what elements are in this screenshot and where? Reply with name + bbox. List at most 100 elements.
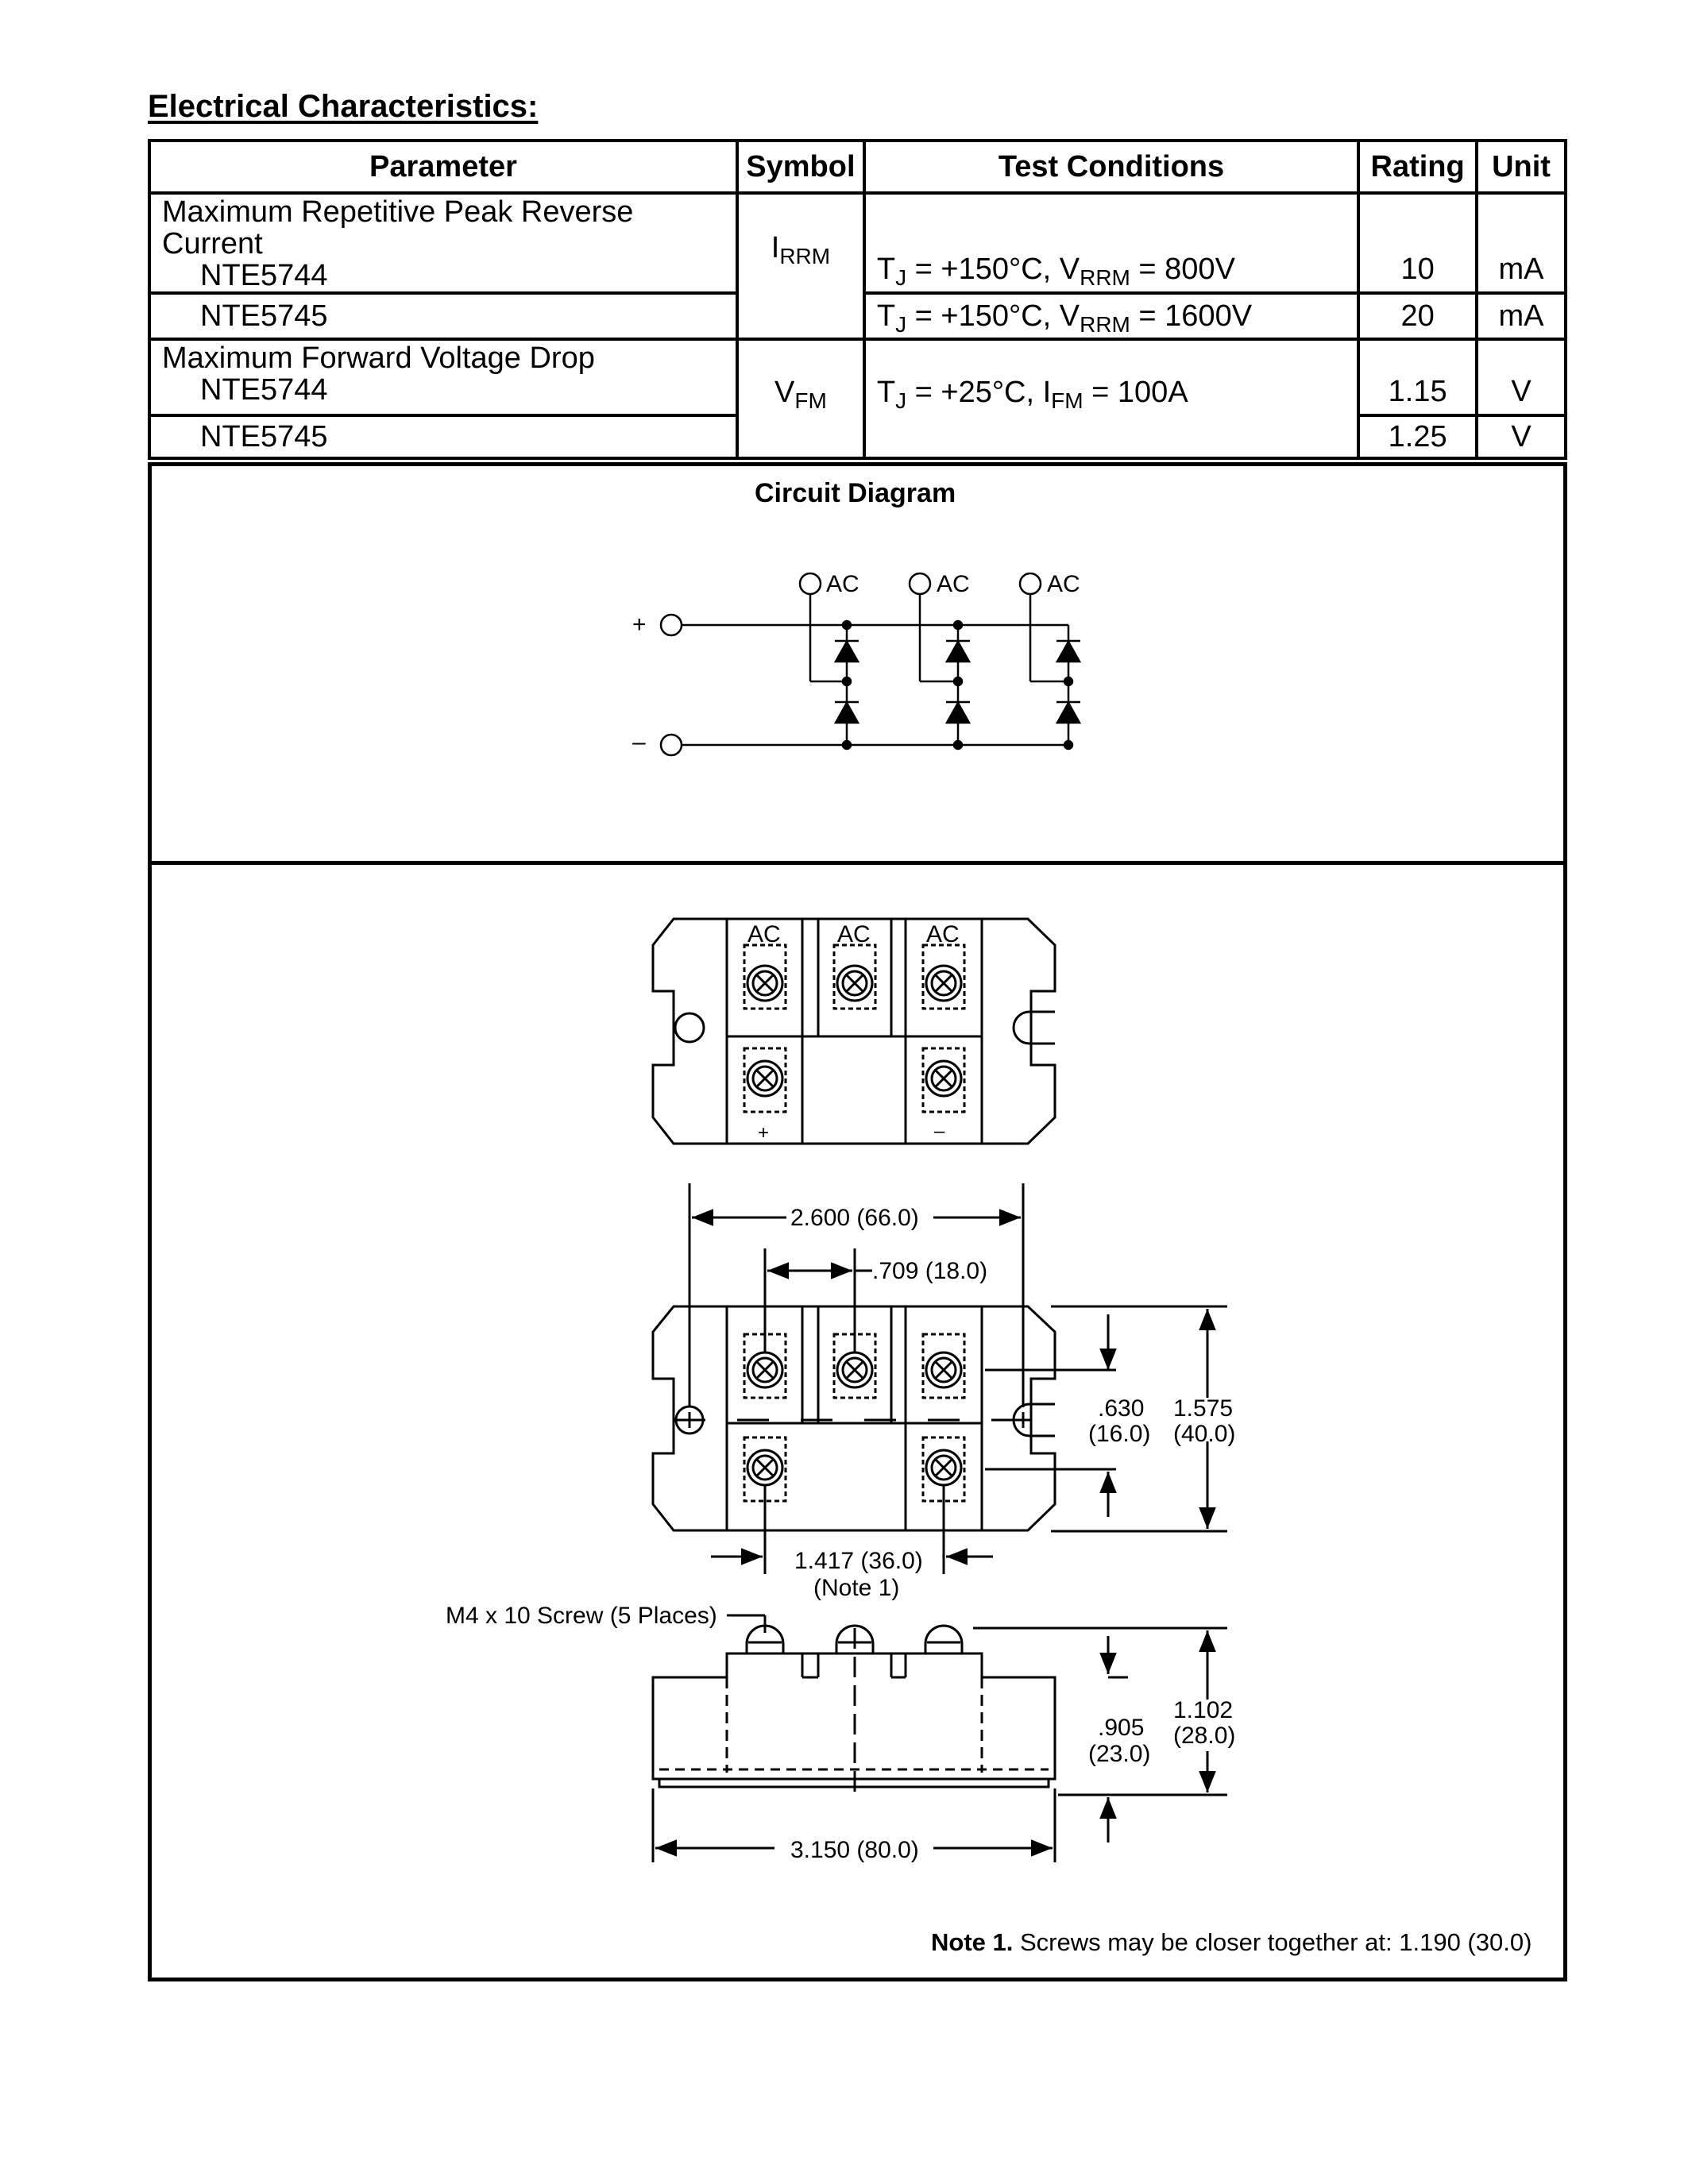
table-row: NTE5745 TJ = +150°C, VRRM = 1600V 20 mA (148, 291, 1567, 341)
section-heading: Electrical Characteristics: (148, 89, 539, 124)
table-row: Maximum Forward Voltage Drop NTE5744 VFM… (148, 338, 1567, 460)
dimension-labels: 2.600 (66.0) .709 (18.0) .630 (16.0) 1.5… (790, 1205, 1235, 1601)
package-dimension-terminals (743, 1333, 966, 1503)
rating-cell: 20 (1357, 291, 1479, 341)
plus-label: + (758, 1122, 769, 1144)
dim-overall: 3.150 (80.0) (790, 1837, 919, 1863)
unit-cell: V (1475, 414, 1567, 460)
diode-icon (833, 639, 860, 663)
minus-terminal-icon (659, 733, 683, 757)
table-header-row: Parameter Symbol Test Conditions Rating … (148, 139, 1567, 195)
ac-terminal-icon (908, 572, 932, 596)
dim-1417-note: (Note 1) (813, 1575, 899, 1601)
diode-icon (833, 700, 860, 724)
ac-label: AC (837, 921, 871, 947)
package-side-view (651, 1614, 1056, 1795)
cond-t-sub: J (895, 265, 907, 290)
diode-icon (944, 639, 971, 663)
mounting-slot (1012, 1010, 1055, 1045)
rating-cell: 10 (1357, 191, 1479, 295)
plus-terminal-icon (659, 613, 683, 637)
dim-1417: 1.417 (36.0) (794, 1548, 923, 1574)
junction-dot (841, 676, 852, 687)
cond-a: = +25°C, I (906, 376, 1052, 409)
side-dimension-lines (651, 1626, 1227, 1862)
plus-label: + (632, 612, 647, 638)
header-parameter: Parameter (148, 139, 739, 195)
package-body (651, 1305, 1056, 1532)
note-label: Note 1. (931, 1928, 1014, 1956)
junction-dot (841, 619, 852, 631)
mounting-slot (1012, 1403, 1055, 1437)
header-unit: Unit (1475, 139, 1567, 195)
cond-b: = 1600V (1130, 299, 1253, 333)
junction-dot (952, 619, 964, 631)
dimension-lines (688, 1183, 1227, 1574)
symbol-cell: IRRM (735, 191, 866, 341)
symbol-cell: VFM (735, 338, 866, 460)
cond-t-sub: J (895, 388, 907, 413)
screw-head-icon (924, 1624, 964, 1653)
junction-dot (841, 739, 852, 751)
condition-cell: TJ = +150°C, VRRM = 1600V (862, 291, 1361, 341)
device-name: NTE5745 (148, 414, 739, 460)
cond-a: = +150°C, V (906, 299, 1080, 333)
footnote: Note 1. Screws may be closer together at… (931, 1928, 1532, 1957)
dim-width-holes: 2.600 (66.0) (790, 1205, 919, 1231)
terminal-screw-icon (921, 1333, 966, 1399)
cond-sub: RRM (1080, 265, 1130, 290)
cond-b: = 800V (1130, 253, 1235, 286)
unit-cell: mA (1475, 191, 1567, 295)
terminal-screw-icon (743, 943, 787, 1010)
param-cell: Maximum Forward Voltage Drop NTE5744 (148, 338, 739, 417)
circuit-diagram-title: Circuit Diagram (755, 478, 956, 508)
dim-pitch: .709 (18.0) (872, 1258, 987, 1284)
ac-label: AC (826, 571, 859, 597)
cond-a: = +150°C, V (906, 253, 1080, 286)
ac-label: AC (747, 921, 781, 947)
header-test-conditions: Test Conditions (862, 139, 1361, 195)
package-terminals (743, 943, 966, 1113)
symbol-main: V (774, 376, 795, 409)
circuit-diagram (659, 572, 1070, 757)
param-cell: Maximum Repetitive Peak Reverse Current … (148, 191, 739, 295)
rating-cell: 1.15 (1357, 338, 1479, 417)
screw-head-icon (835, 1624, 875, 1653)
dim-630-mm: (16.0) (1088, 1421, 1150, 1447)
diode-icon (1055, 700, 1082, 724)
diodes (833, 619, 1082, 751)
header-rating: Rating (1357, 139, 1479, 195)
note-text: Screws may be closer together at: 1.190 … (1013, 1928, 1532, 1956)
param-name: Maximum Repetitive Peak Reverse Current (162, 195, 634, 260)
mounting-hole (674, 1012, 705, 1044)
minus-label: – (934, 1121, 945, 1142)
diode-icon (944, 700, 971, 724)
dim-1575: 1.575 (1173, 1395, 1233, 1422)
table-row: Maximum Repetitive Peak Reverse Current … (148, 191, 1567, 341)
dim-1575-mm: (40.0) (1173, 1421, 1235, 1447)
cond-t: T (876, 253, 896, 286)
electrical-characteristics-table: Parameter Symbol Test Conditions Rating … (148, 139, 1567, 460)
package-body (651, 917, 1056, 1145)
frame-divider (148, 861, 1567, 865)
ac-terminal-icon (1018, 572, 1042, 596)
cond-t-sub: J (895, 311, 907, 337)
symbol-sub: RRM (779, 244, 831, 268)
diagram-frame (148, 462, 1567, 1981)
condition-cell: TJ = +25°C, IFM = 100A (862, 338, 1361, 460)
device-name: NTE5744 (200, 373, 328, 407)
header-symbol: Symbol (735, 139, 866, 195)
side-dimension-labels: M4 x 10 Screw (5 Places) .905 (23.0) 1.1… (446, 1603, 1235, 1863)
minus-label: – (632, 729, 646, 755)
ac-label: AC (1047, 571, 1080, 597)
terminal-screw-icon (921, 943, 966, 1010)
param-name: Maximum Forward Voltage Drop (162, 341, 595, 375)
junction-dot (1063, 739, 1074, 751)
cond-sub: FM (1051, 388, 1083, 413)
junction-dot (1063, 676, 1074, 687)
device-name: NTE5744 (200, 259, 328, 292)
dim-905-mm: (23.0) (1088, 1741, 1150, 1767)
symbol-sub: FM (794, 388, 827, 413)
dim-630: .630 (1098, 1395, 1144, 1422)
